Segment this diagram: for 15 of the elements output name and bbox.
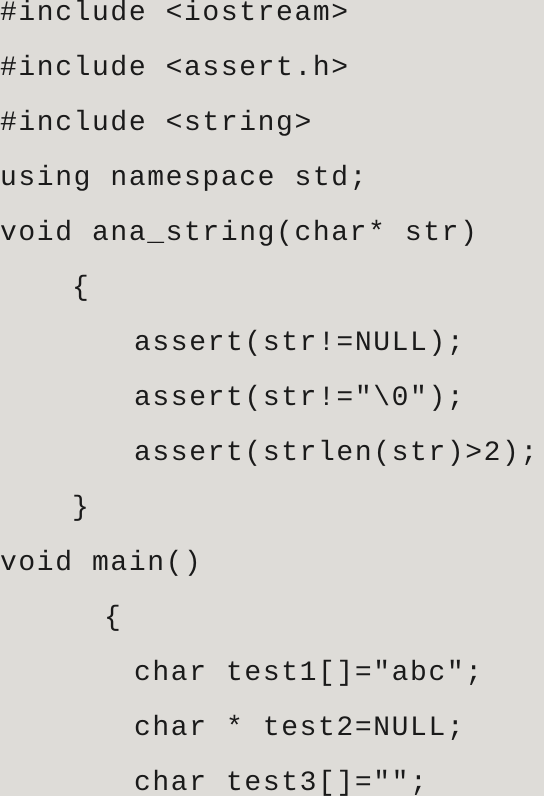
code-line: { <box>104 602 122 636</box>
code-line: char test3[]=""; <box>134 767 428 796</box>
code-line: assert(str!=NULL); <box>134 327 466 361</box>
code-line: #include <assert.h> <box>0 52 350 86</box>
code-line: void main() <box>0 547 202 581</box>
code-line: using namespace std; <box>0 162 368 196</box>
code-line: char test1[]="abc"; <box>134 657 484 691</box>
code-line: #include <iostream> <box>0 0 350 31</box>
code-line: { <box>72 272 90 306</box>
code-line: } <box>72 492 90 526</box>
code-line: assert(str!="\0"); <box>134 382 466 416</box>
code-line: #include <string> <box>0 107 313 141</box>
code-line: assert(strlen(str)>2); <box>134 437 539 471</box>
code-line: char * test2=NULL; <box>134 712 466 746</box>
code-line: void ana_string(char* str) <box>0 217 478 251</box>
